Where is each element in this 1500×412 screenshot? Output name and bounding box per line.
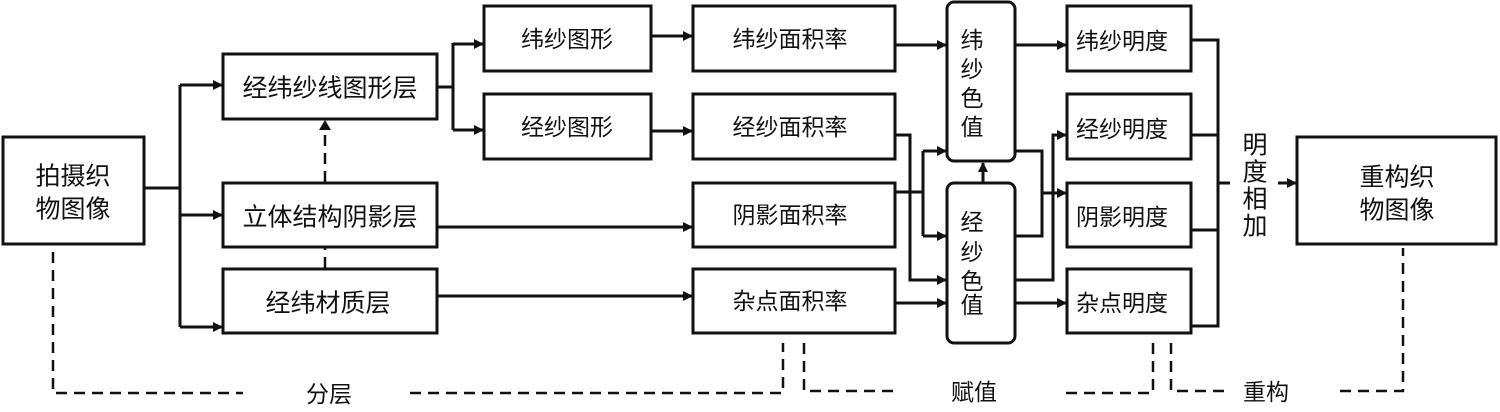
node-warp-bright: 经纱明度 — [1065, 92, 1193, 161]
edge-warp-area-to-warp-color — [895, 133, 947, 285]
sum-char-4: 加 — [1242, 212, 1267, 241]
shadow-bright-label: 阴影明度 — [1076, 205, 1168, 231]
sum-char-1: 明 — [1242, 131, 1267, 160]
arrowhead-up — [319, 120, 331, 130]
node-material-layer: 经纬材质层 — [221, 267, 439, 335]
node-warp-area: 经纱面积率 — [691, 92, 897, 161]
noise-bright-label: 杂点明度 — [1076, 291, 1168, 317]
yarn-layer-label: 经纬纱线图形层 — [242, 74, 417, 103]
node-noise-bright: 杂点明度 — [1065, 267, 1193, 335]
result-line-2: 物图像 — [1359, 196, 1434, 225]
weft-color-char-2: 纱 — [961, 57, 984, 83]
bracket-reconstruct-right — [1340, 248, 1405, 393]
weft-color-char-4: 值 — [961, 115, 984, 141]
weft-area-label: 纬纱面积率 — [733, 27, 848, 53]
edge-brightness-merge — [1191, 38, 1220, 328]
node-weft-area: 纬纱面积率 — [691, 4, 897, 73]
stage-label-layering: 分层 — [306, 382, 352, 408]
edge-weft-color-to-shadow-bright-a — [1016, 149, 1044, 238]
node-warp-color: 经 纱 色 值 — [945, 181, 1017, 345]
bracket-assign-left — [802, 343, 895, 393]
bracket-layering-right — [410, 343, 785, 395]
warp-color-char-2: 纱 — [961, 240, 984, 266]
stage-label-assign: 赋值 — [951, 380, 997, 406]
node-warp-graph: 经纱图形 — [482, 92, 653, 161]
noise-area-label: 杂点面积率 — [733, 289, 848, 315]
warp-color-char-4: 值 — [961, 293, 984, 319]
warp-bright-label: 经纱明度 — [1076, 117, 1168, 143]
result-line-1: 重构织 — [1359, 163, 1434, 192]
edge-source-trunk — [144, 85, 182, 327]
node-yarn-layer: 经纬纱线图形层 — [221, 52, 439, 121]
bracket-layering-left — [51, 252, 243, 395]
node-shadow-layer: 立体结构阴影层 — [221, 181, 439, 249]
weft-graph-label: 纬纱图形 — [521, 27, 613, 53]
bracket-assign-right — [1066, 343, 1155, 395]
node-brightness-sum: 明 度 相 加 — [1242, 131, 1267, 241]
warp-color-char-1: 经 — [961, 210, 984, 236]
node-noise-area: 杂点面积率 — [691, 267, 897, 335]
warp-color-char-3: 色 — [961, 269, 984, 295]
weft-bright-label: 纬纱明度 — [1076, 29, 1168, 55]
material-layer-label: 经纬材质层 — [265, 289, 390, 318]
warp-area-label: 经纱面积率 — [733, 115, 848, 141]
edge-warp-color-to-warp-bright — [1016, 130, 1067, 282]
edge-yarn-layer-split — [437, 43, 455, 130]
shadow-area-label: 阴影面积率 — [733, 203, 848, 229]
node-shadow-bright: 阴影明度 — [1065, 181, 1193, 249]
source-line-1: 拍摄织 — [35, 162, 110, 191]
connectors — [144, 31, 1297, 332]
node-source: 拍摄织 物图像 — [1, 135, 146, 246]
node-result: 重构织 物图像 — [1295, 135, 1498, 246]
weft-color-char-1: 纬 — [961, 28, 984, 54]
stage-brackets: 分层 赋值 重构 — [51, 248, 1405, 408]
node-weft-bright: 纬纱明度 — [1065, 4, 1193, 73]
bracket-reconstruct-left — [1169, 343, 1230, 393]
sum-char-3: 相 — [1242, 185, 1267, 214]
sum-char-2: 度 — [1242, 158, 1267, 187]
node-weft-graph: 纬纱图形 — [482, 4, 653, 73]
shadow-layer-label: 立体结构阴影层 — [242, 203, 417, 232]
stage-label-reconstruct: 重构 — [1243, 380, 1289, 406]
source-line-2: 物图像 — [35, 195, 110, 224]
weft-color-char-3: 色 — [961, 86, 984, 112]
node-shadow-area: 阴影面积率 — [691, 181, 897, 249]
node-weft-color: 纬 纱 色 值 — [945, 0, 1017, 163]
warp-graph-label: 经纱图形 — [521, 115, 613, 141]
edge-shadow-area-split — [895, 151, 925, 236]
